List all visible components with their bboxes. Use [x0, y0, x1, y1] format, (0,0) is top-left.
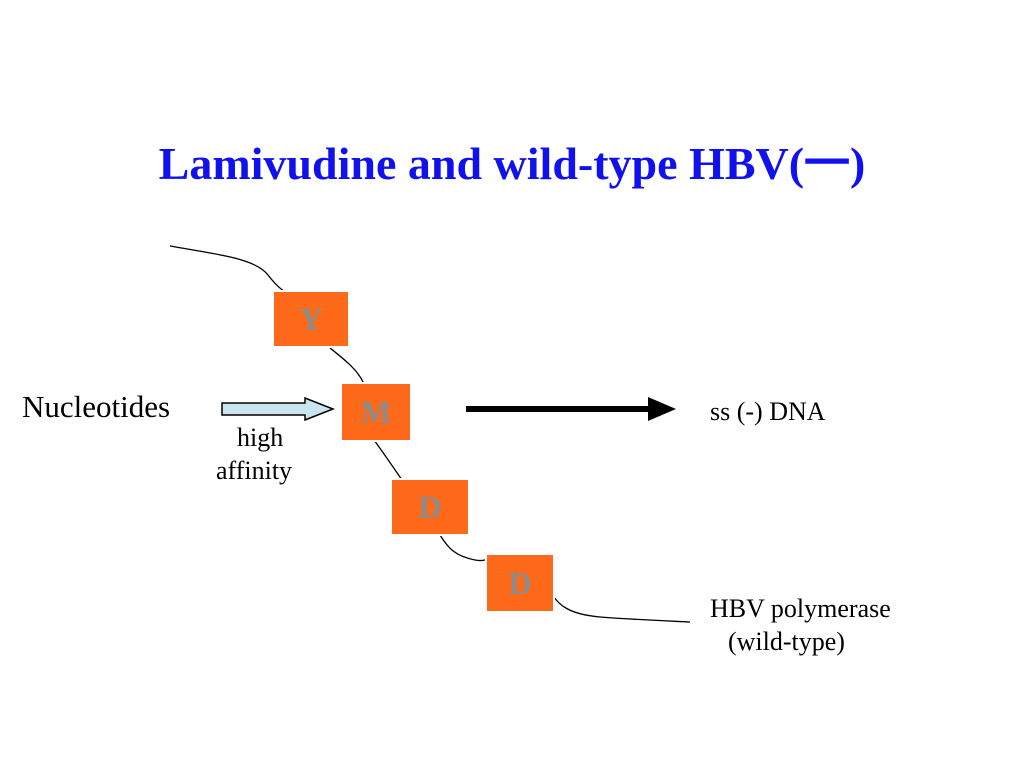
product-arrow-head [648, 397, 676, 421]
affinity-label-line2: affinity [216, 456, 293, 485]
residue-d-box: D [485, 553, 555, 613]
affinity-label-line1: high [237, 423, 284, 452]
residue-m-box: M [340, 382, 412, 442]
polymerase-label-line1: HBV polymerase [710, 594, 891, 623]
polymerase-label-line2: (wild-type) [728, 627, 845, 656]
residue-y-box: Y [272, 290, 350, 348]
nucleotides-label: Nucleotides [22, 389, 171, 424]
residue-d-box: D [390, 478, 470, 536]
nucleotide-input-arrow [221, 396, 336, 422]
slide-title: Lamivudine and wild-type HBV(一) [158, 138, 866, 189]
product-label: ss (-) DNA [710, 397, 826, 426]
polymerase-strand [169, 245, 691, 623]
